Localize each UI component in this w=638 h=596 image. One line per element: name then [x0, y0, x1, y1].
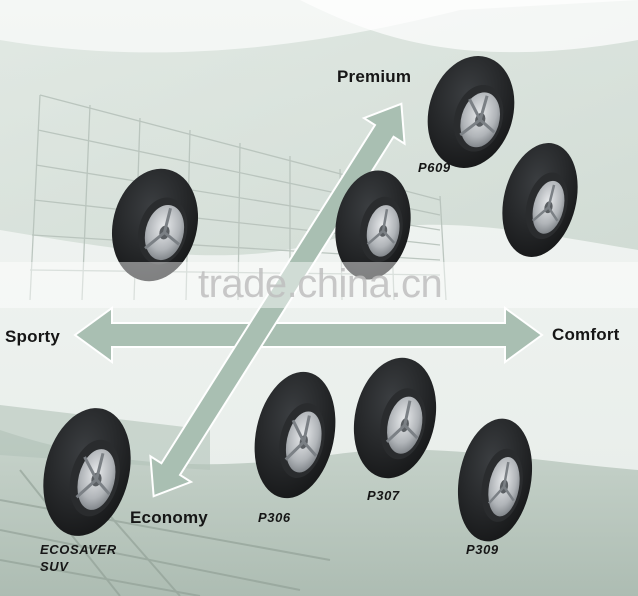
tire-upper-right	[502, 143, 578, 257]
tire-upper-center	[335, 170, 411, 280]
horizontal-double-arrow	[73, 306, 544, 364]
model-label-p307: P307	[367, 488, 400, 503]
model-label-p306: P306	[258, 510, 291, 525]
axis-label-comfort: Comfort	[552, 325, 620, 344]
tire-p306	[254, 371, 336, 499]
axis-label-economy: Economy	[130, 508, 208, 527]
model-label-ecosaver: ECOSAVER	[40, 542, 117, 557]
watermark-text: trade.china.cn	[198, 262, 443, 306]
tire-ecosaver-suv	[43, 408, 131, 536]
axis-label-premium: Premium	[337, 67, 412, 86]
model-label-p609: P609	[418, 160, 451, 175]
model-label-p309: P309	[466, 542, 499, 557]
background-white-curve	[300, 0, 638, 53]
diagonal-double-arrow	[149, 102, 406, 498]
axis-label-sporty: Sporty	[5, 327, 61, 346]
watermark-band	[0, 262, 638, 308]
tire-p307	[353, 357, 437, 479]
model-label-suv: SUV	[40, 559, 69, 574]
tire-p609	[427, 55, 515, 169]
tire-upper-left	[111, 168, 199, 282]
tire-p309	[457, 418, 533, 542]
